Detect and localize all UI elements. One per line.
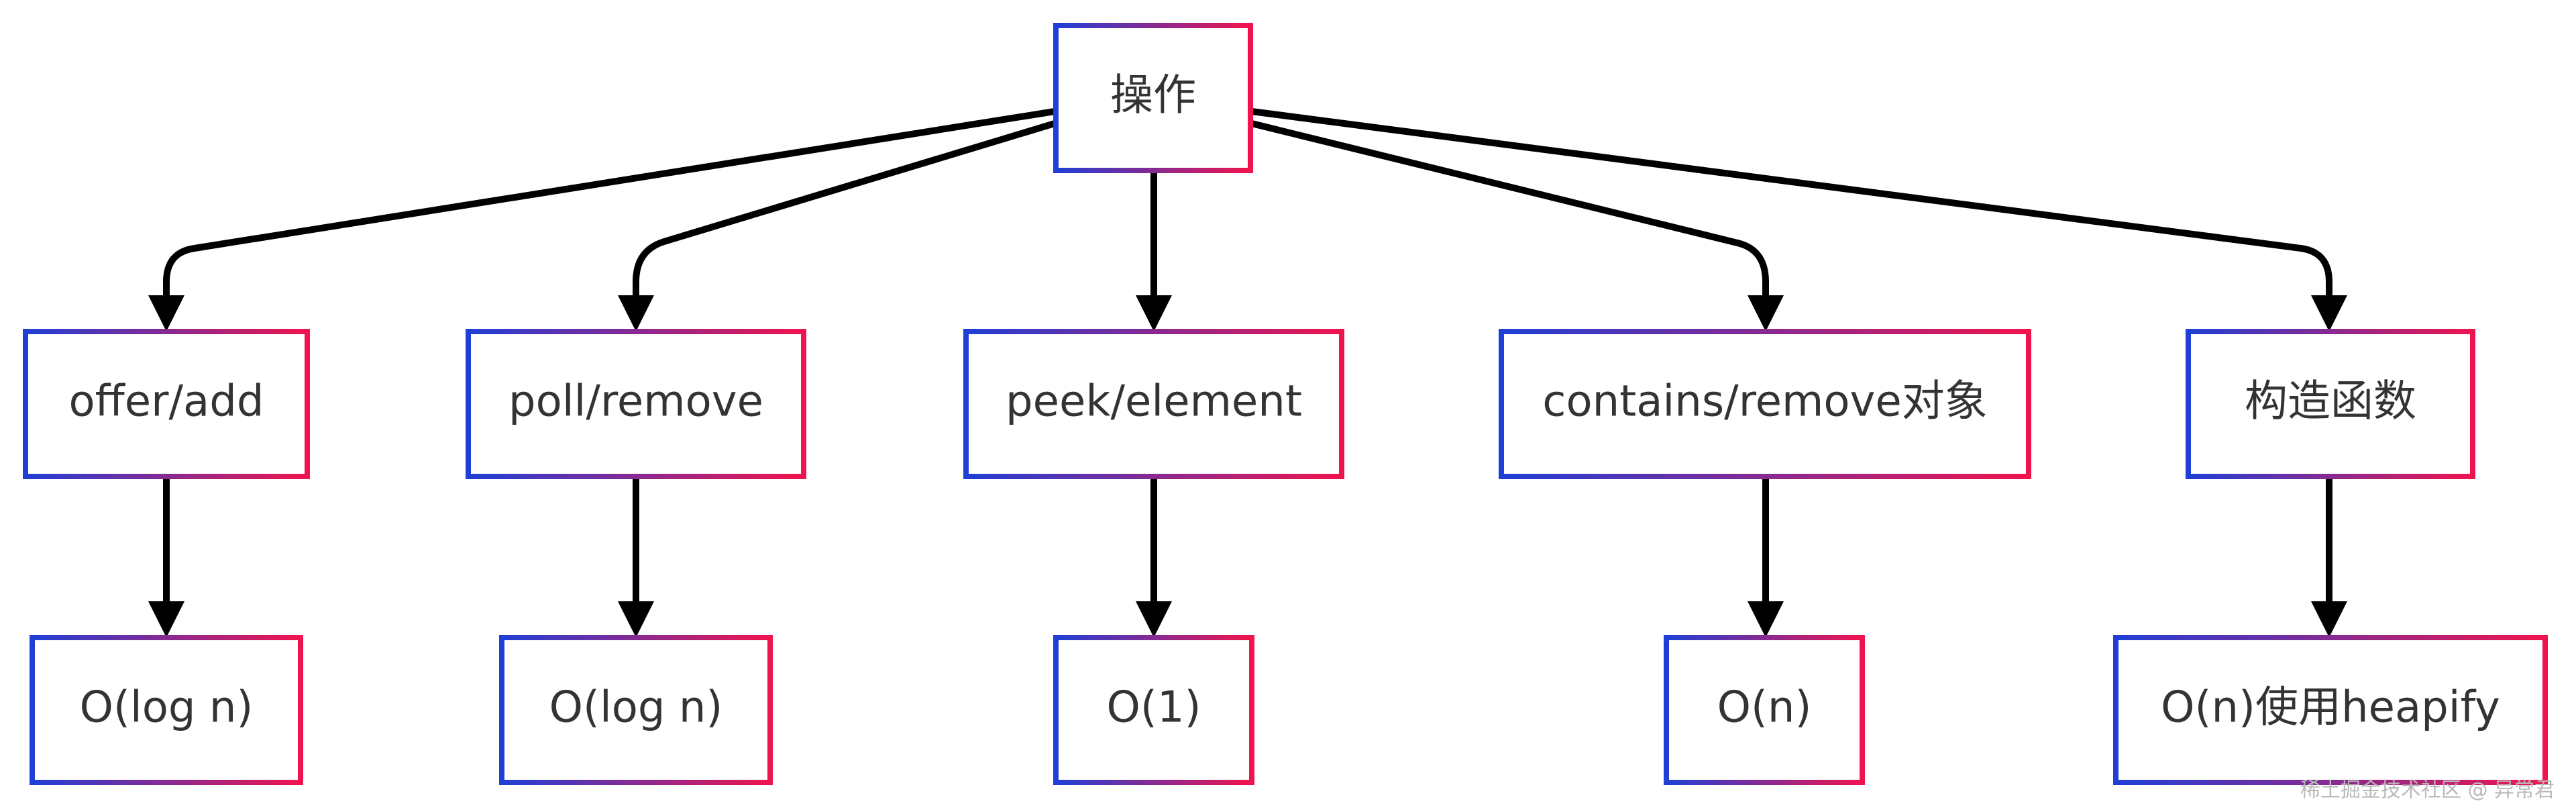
root-node-label: 操作 (1110, 71, 1196, 121)
complexity-label-constructor: O(n)使用heapify (2161, 683, 2500, 733)
operation-label-poll-remove: poll/remove (508, 377, 763, 427)
operation-label-constructor: 构造函数 (2245, 377, 2416, 427)
operation-label-peek-element: peek/element (1006, 377, 1302, 427)
edge-root-to-constructor (1251, 108, 2348, 332)
complexity-node-peek-element: O(1) (1053, 635, 1254, 785)
operation-node-peek-element: peek/element (963, 329, 1344, 479)
operation-node-contains-remove-object: contains/remove对象 (1499, 329, 2031, 479)
complexity-label-offer-add: O(log n) (80, 683, 254, 733)
root-node: 操作 (1053, 23, 1253, 173)
complexity-node-constructor: O(n)使用heapify (2113, 635, 2548, 785)
complexity-label-peek-element: O(1) (1106, 683, 1201, 733)
watermark: 稀土掘金技术社区 @ 异常君 (2300, 778, 2555, 802)
operation-node-offer-add: offer/add (23, 329, 310, 479)
edge-root-to-poll (618, 120, 1056, 332)
operation-label-contains-remove-object: contains/remove对象 (1542, 377, 1988, 427)
operation-node-constructor: 构造函数 (2186, 329, 2475, 479)
complexity-label-contains-remove-object: O(n) (1717, 683, 1812, 733)
operation-label-offer-add: offer/add (69, 377, 264, 427)
edge-root-to-contains (1250, 120, 1784, 332)
complexity-node-poll-remove: O(log n) (499, 635, 773, 785)
operation-node-poll-remove: poll/remove (466, 329, 806, 479)
edge-root-to-offer (148, 108, 1055, 332)
complexity-node-offer-add: O(log n) (30, 635, 303, 785)
complexity-label-poll-remove: O(log n) (549, 683, 723, 733)
complexity-node-contains-remove-object: O(n) (1664, 635, 1865, 785)
